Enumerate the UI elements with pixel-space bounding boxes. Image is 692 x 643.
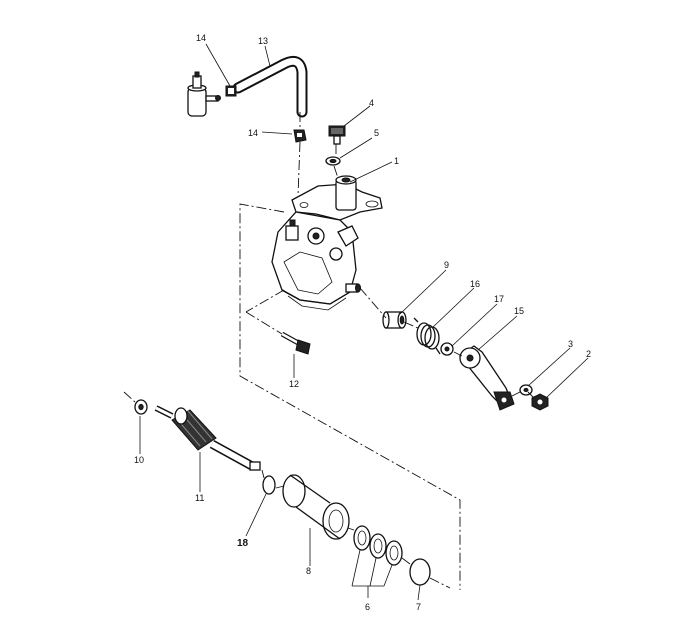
sealing-washer [325,156,341,166]
small-o-ring [262,475,276,495]
oil-pump-body [271,175,383,311]
thrust-washer [440,342,454,356]
lever-washer [519,384,533,396]
mounting-screw [280,331,311,355]
bearing-sleeve [282,474,350,540]
collar-spacer [382,311,407,329]
callout-8: 8 [306,566,311,576]
oil-line-hose [232,55,308,118]
callout-5: 5 [374,128,379,138]
drive-gear-shaft [154,405,261,471]
callout-1: 1 [394,156,399,166]
callout-labels: 1 2 3 4 5 6 7 8 9 10 11 12 13 14 14 15 1… [134,33,591,612]
assembly-outline [123,112,535,590]
callout-15: 15 [514,306,524,316]
callout-2: 2 [586,349,591,359]
seal-rings [353,525,403,566]
callout-4: 4 [369,98,374,108]
callout-18: 18 [237,538,249,549]
hose-clamp-lower [293,129,307,143]
callout-3: 3 [568,339,573,349]
callout-16: 16 [470,279,480,289]
callout-14-lower: 14 [248,128,258,138]
leader-lines [139,43,589,601]
large-o-ring [409,558,431,586]
lock-nut [531,393,549,411]
callout-17: 17 [494,294,504,304]
fitting-valve [187,71,221,117]
return-spring [413,317,441,355]
hose-clamp-upper [225,85,237,97]
callout-13: 13 [258,36,268,46]
shaft-washer [134,399,148,415]
callout-9: 9 [444,260,449,270]
callout-7: 7 [416,602,421,612]
callout-10: 10 [134,455,144,465]
control-lever [459,345,515,411]
callout-6: 6 [365,602,370,612]
banjo-bolt [328,125,346,145]
callout-11: 11 [195,493,204,503]
callout-14-upper: 14 [196,33,206,43]
callout-12: 12 [289,379,299,389]
